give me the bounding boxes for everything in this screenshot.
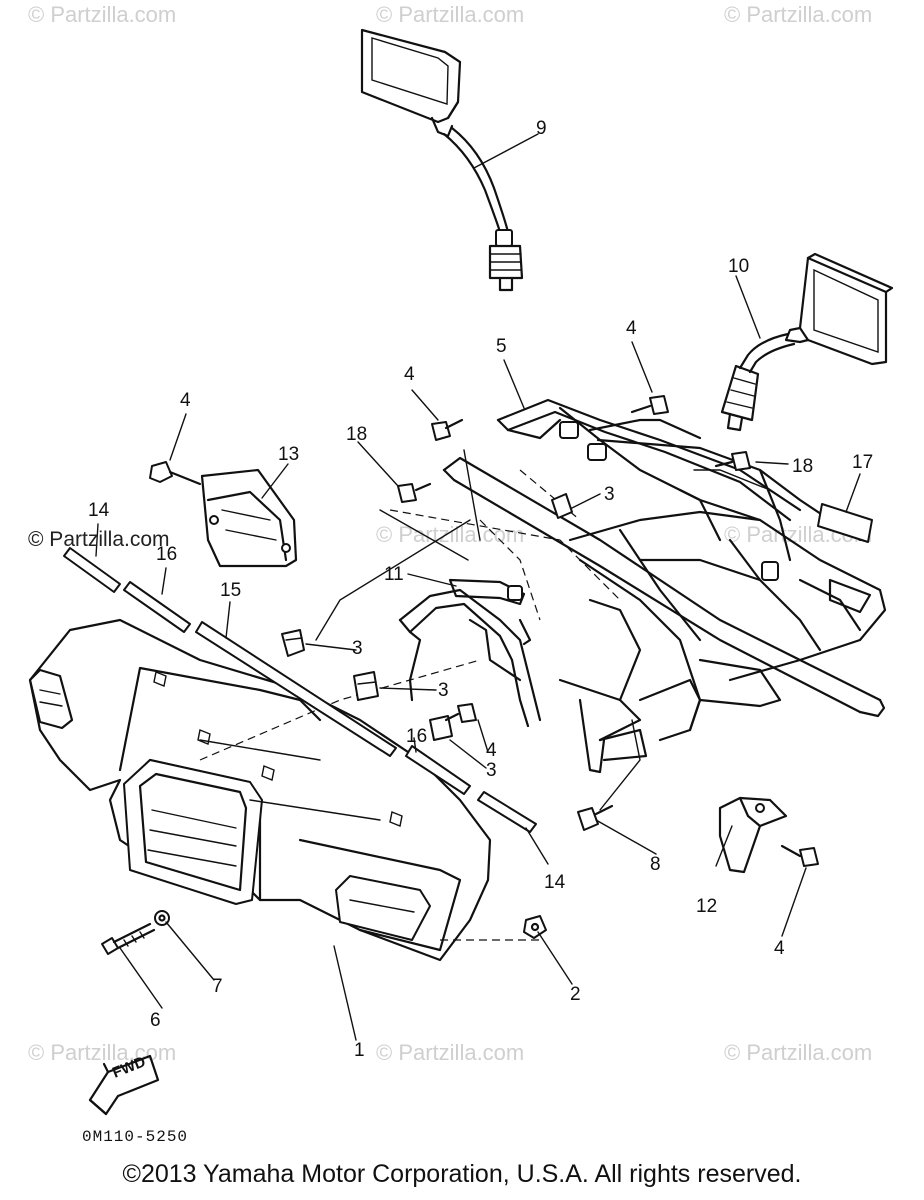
callout-10: 10: [728, 256, 750, 277]
callout-3: 3: [604, 484, 615, 505]
callout-16: 16: [406, 726, 428, 747]
watermark: © Partzilla.com: [376, 2, 525, 27]
callout-8: 8: [650, 854, 661, 875]
watermark: © Partzilla.com: [376, 1040, 525, 1065]
front-cowl: [28, 618, 540, 962]
part-13-bracket: [200, 468, 298, 568]
callout-16: 16: [156, 544, 178, 565]
handlebar: [389, 456, 886, 718]
callout-5: 5: [496, 336, 507, 357]
callout-4: 4: [180, 390, 191, 411]
copyright-text: ©2013 Yamaha Motor Corporation, U.S.A. A…: [122, 1160, 802, 1188]
mirror-left: [360, 28, 524, 292]
fasteners: [101, 395, 819, 955]
mirror-right: [720, 252, 894, 432]
callout-7: 7: [212, 976, 223, 997]
callout-3: 3: [352, 638, 363, 659]
dampers: [281, 493, 573, 741]
watermark: © Partzilla.com: [376, 522, 525, 547]
watermark-dark: © Partzilla.com: [28, 528, 170, 551]
callout-3: 3: [486, 760, 497, 781]
callout-13: 13: [278, 444, 300, 465]
callout-18: 18: [792, 456, 814, 477]
watermark: © Partzilla.com: [28, 2, 177, 27]
callout-6: 6: [150, 1010, 161, 1031]
callout-18: 18: [346, 424, 368, 445]
callout-1: 1: [354, 1040, 365, 1061]
diagram-code: 0M110-5250: [82, 1128, 189, 1146]
callout-4: 4: [774, 938, 785, 959]
fairing-inner: [558, 510, 887, 774]
trim-strips: [63, 503, 873, 833]
callout-4: 4: [404, 364, 415, 385]
callout-15: 15: [220, 580, 242, 601]
bracket-stay: [398, 578, 542, 728]
leader-lines: [95, 133, 861, 1041]
callout-14: 14: [544, 872, 566, 893]
callout-14: 14: [88, 500, 110, 521]
part-12-bracket: [718, 796, 788, 874]
callout-2: 2: [570, 984, 581, 1005]
fwd-arrow: [88, 1054, 160, 1116]
callout-4: 4: [626, 318, 637, 339]
callout-12: 12: [696, 896, 718, 917]
callout-4: 4: [486, 740, 497, 761]
callout-11: 11: [384, 564, 404, 585]
callout-9: 9: [536, 118, 547, 139]
callout-3: 3: [438, 680, 449, 701]
bracket-frame: [496, 398, 862, 562]
callout-17: 17: [852, 452, 874, 473]
watermark: © Partzilla.com: [724, 1040, 873, 1065]
watermark: © Partzilla.com: [724, 2, 873, 27]
